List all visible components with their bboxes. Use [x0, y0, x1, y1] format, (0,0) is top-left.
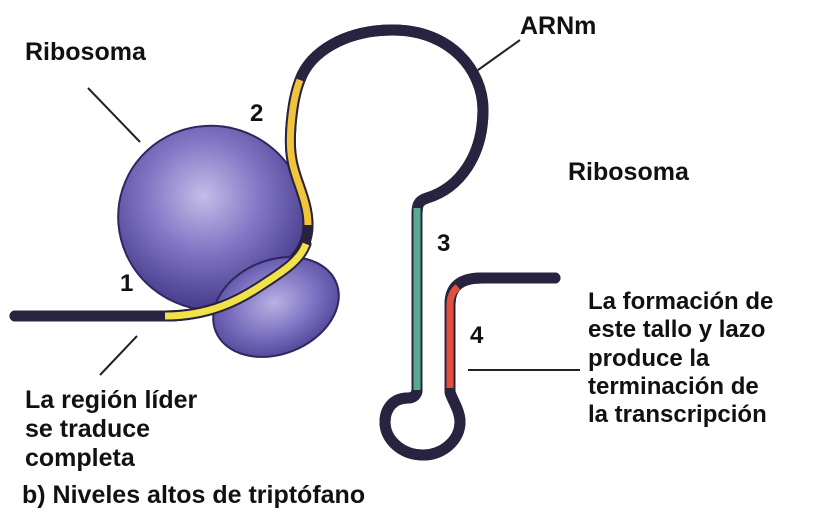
stemloop-line-4: terminación de	[588, 373, 773, 401]
leader-region-pointer	[100, 336, 137, 375]
stemloop-line-1: La formación de	[588, 288, 773, 316]
ribosome-label-right: Ribosoma	[568, 158, 689, 187]
region-number-3: 3	[437, 230, 450, 258]
ribosome-label-top: Ribosoma	[25, 38, 146, 67]
leader-line-3: completa	[25, 444, 197, 473]
ribosome-leader-line	[88, 88, 140, 142]
leader-region-text: La región líder se traduce completa	[25, 386, 197, 472]
figure-caption: b) Niveles altos de triptófano	[22, 481, 365, 510]
mrna-pointer	[478, 40, 520, 70]
region-number-2: 2	[250, 100, 263, 128]
region-number-1: 1	[120, 270, 133, 298]
leader-line-1: La región líder	[25, 386, 197, 415]
stemloop-line-5: la transcripción	[588, 401, 773, 429]
stemloop-text: La formación de este tallo y lazo produc…	[588, 288, 773, 430]
leader-line-2: se traduce	[25, 415, 197, 444]
stemloop-line-3: produce la	[588, 345, 773, 373]
region-number-4: 4	[470, 322, 483, 350]
mrna-label: ARNm	[520, 12, 596, 41]
stemloop-line-2: este tallo y lazo	[588, 316, 773, 344]
